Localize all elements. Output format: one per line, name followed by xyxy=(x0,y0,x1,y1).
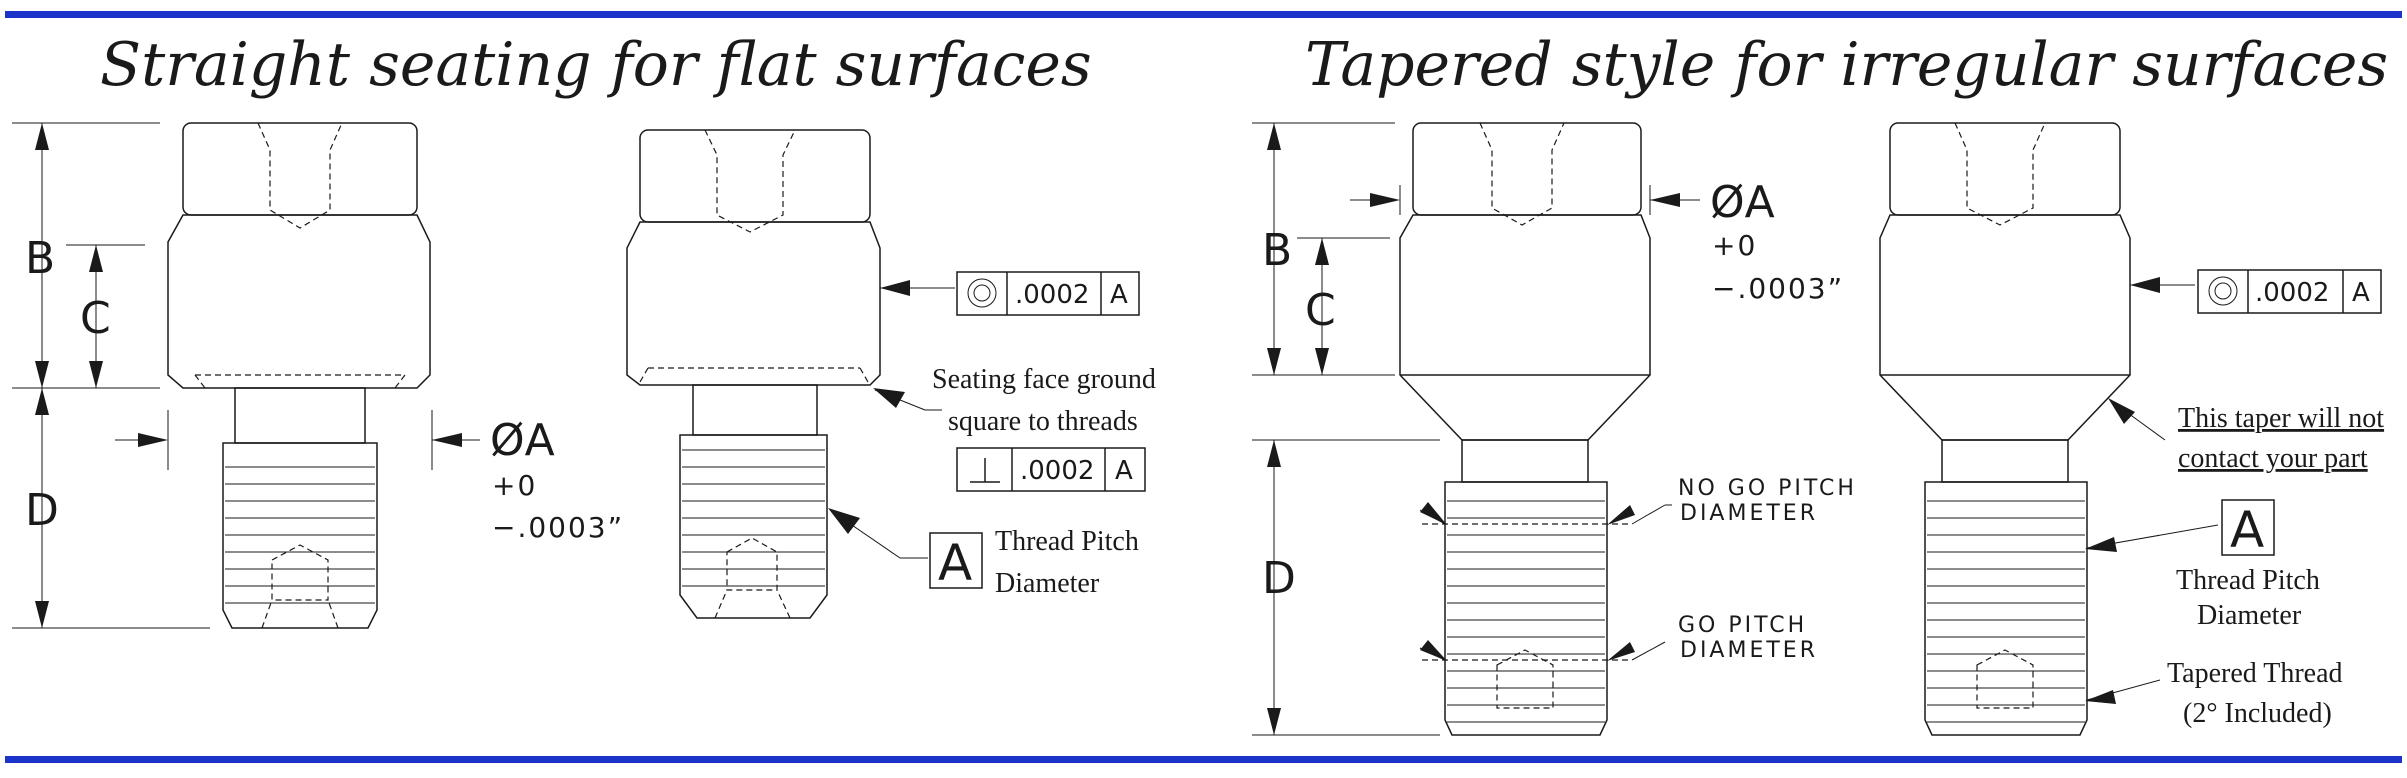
right-datum-box xyxy=(2085,499,2275,556)
gauge-leaders xyxy=(1419,502,1672,661)
left-part-tolerance xyxy=(626,129,881,619)
tapered-note-1: Tapered Thread xyxy=(2167,658,2343,689)
left-dim-b: B xyxy=(25,233,55,284)
right-datum-letter: A xyxy=(2230,501,2264,559)
left-part-dimensioned xyxy=(167,122,431,629)
left-title: Straight seating for flat surfaces xyxy=(100,30,1092,100)
left-fcf-perpendicularity xyxy=(956,447,1146,492)
right-fcf-concentricity xyxy=(2130,269,2382,314)
left-dia-label: ØA xyxy=(490,415,555,466)
right-part-dimensioned xyxy=(1399,122,1651,736)
left-fcf1-value: .0002 xyxy=(1015,280,1089,310)
right-thread-note-1: Thread Pitch xyxy=(2176,565,2320,596)
left-fcf2-value: .0002 xyxy=(1020,456,1094,486)
left-seating-note-1: Seating face ground xyxy=(932,364,1156,395)
right-tol-minus: −.0003” xyxy=(1712,272,1844,305)
tapered-note-2: (2° Included) xyxy=(2183,698,2332,729)
left-datum-box xyxy=(828,508,983,589)
taper-note-1: This taper will not xyxy=(2178,403,2384,434)
go-label-2: DIAMETER xyxy=(1680,638,1818,663)
right-dim-c: C xyxy=(1305,285,1336,336)
right-fcf-datum: A xyxy=(2352,278,2370,308)
left-tol-plus: +0 xyxy=(492,469,537,502)
left-dimension-lines xyxy=(12,122,480,629)
left-dim-d: D xyxy=(25,485,59,536)
tapered-thread-leader xyxy=(2085,679,2161,704)
left-dim-c: C xyxy=(80,293,111,344)
nogo-label-2: DIAMETER xyxy=(1680,501,1818,526)
right-dim-b: B xyxy=(1262,225,1292,276)
left-tol-minus: −.0003” xyxy=(492,511,624,544)
right-title: Tapered style for irregular surfaces xyxy=(1305,30,2388,100)
left-fcf2-datum: A xyxy=(1115,456,1133,486)
left-seating-note-2: square to threads xyxy=(948,406,1138,437)
left-fcf1-datum: A xyxy=(1110,280,1128,310)
left-datum-letter: A xyxy=(938,534,972,592)
right-fcf-value: .0002 xyxy=(2255,278,2329,308)
nogo-label-1: NO GO PITCH xyxy=(1678,476,1857,501)
taper-note-2: contact your part xyxy=(2178,443,2368,474)
bottom-rule xyxy=(5,756,2402,763)
left-seating-leader xyxy=(873,388,942,411)
right-dia-label: ØA xyxy=(1710,177,1775,228)
right-dim-d: D xyxy=(1262,553,1296,604)
taper-leader xyxy=(2108,398,2166,441)
left-thread-note-1: Thread Pitch xyxy=(995,526,1139,557)
right-thread-note-2: Diameter xyxy=(2197,600,2302,631)
right-tol-plus: +0 xyxy=(1712,229,1757,262)
go-label-1: GO PITCH xyxy=(1678,613,1807,638)
left-fcf-concentricity xyxy=(880,271,1140,316)
top-rule xyxy=(5,11,2402,18)
right-dimension-lines xyxy=(1252,122,1700,736)
left-thread-note-2: Diameter xyxy=(995,568,1100,599)
right-part-tapered xyxy=(1879,122,2131,736)
